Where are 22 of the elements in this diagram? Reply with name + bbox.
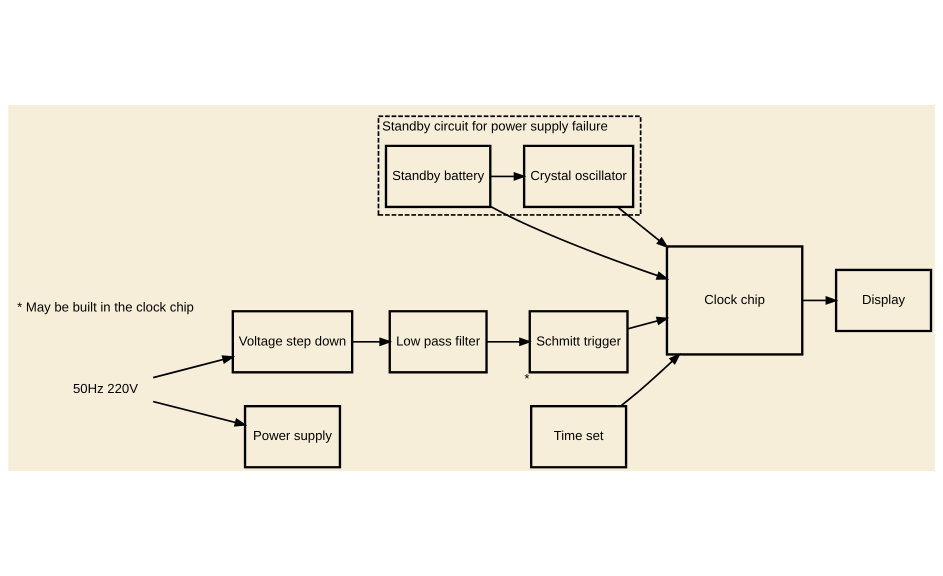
- node-box: Display: [834, 268, 932, 332]
- arrow: [486, 337, 532, 346]
- arrow: [490, 206, 670, 280]
- node-text: 50Hz 220V: [72, 381, 138, 396]
- arrow: [617, 206, 669, 248]
- arrow: [802, 296, 838, 305]
- node-box: Time set: [530, 405, 628, 468]
- arrow: [152, 400, 248, 427]
- node-box: Clock chip: [666, 245, 804, 356]
- arrow: [490, 172, 526, 181]
- node-box: Standby battery: [384, 144, 492, 208]
- arrow: [620, 352, 682, 407]
- arrow: [628, 316, 670, 330]
- arrow: [152, 355, 236, 378]
- node-label: *: [524, 370, 530, 386]
- arrow: [352, 337, 392, 346]
- node-box: Low pass filter: [388, 310, 488, 374]
- node-box: Schmitt trigger: [528, 310, 629, 374]
- node-box: Power supply: [244, 405, 342, 468]
- label: * May be built in the clock chip: [17, 299, 194, 314]
- node-box: Voltage step down: [232, 310, 354, 374]
- node-box: Crystal oscillator: [522, 144, 634, 208]
